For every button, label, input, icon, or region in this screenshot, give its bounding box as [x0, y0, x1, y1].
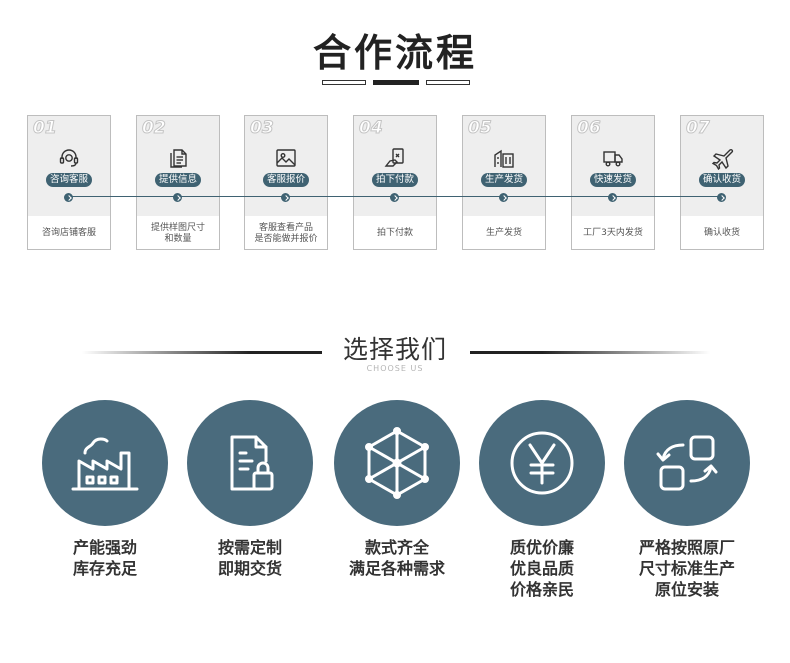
feature-text: 按需定制 即期交货	[217, 538, 282, 578]
hand-pay-icon	[383, 146, 407, 170]
factory-icon	[42, 400, 168, 526]
step-number: 05	[468, 118, 493, 139]
step-dot	[608, 193, 617, 202]
headset-icon	[57, 146, 81, 170]
step-label: 快速发货	[589, 173, 637, 187]
divider-left	[82, 351, 322, 354]
step-number: 03	[250, 118, 275, 139]
step-dot	[390, 193, 399, 202]
process-step-2: 02 提供信息 提供样图尺寸 和数量	[136, 115, 220, 250]
step-number: 04	[359, 118, 384, 139]
feature-text: 质优价廉 优良品质 价格亲民	[509, 538, 574, 599]
step-description: 咨询店铺客服	[41, 228, 96, 238]
title-decoration	[322, 80, 470, 86]
document-lock-icon	[187, 400, 313, 526]
step-label: 拍下付款	[371, 173, 419, 187]
documents-icon	[166, 146, 190, 170]
step-description: 提供样图尺寸 和数量	[150, 222, 205, 244]
step-dot	[64, 193, 73, 202]
step-label: 提供信息	[154, 173, 202, 187]
step-dot	[281, 193, 290, 202]
step-label: 客服报价	[262, 173, 310, 187]
factory-building-icon	[492, 146, 516, 170]
feature-standard: 严格按照原厂 尺寸标准生产 原位安装	[624, 400, 750, 600]
feature-text: 产能强劲 库存充足	[72, 538, 137, 578]
step-label: 确认收货	[698, 173, 746, 187]
step-description: 确认收货	[703, 228, 740, 238]
process-steps: 01 咨询客服 咨询店铺客服 02 提供信息 提供样图尺寸 和数量 03	[0, 115, 790, 255]
step-number: 02	[142, 118, 167, 139]
step-number: 06	[577, 118, 602, 139]
process-step-7: 07 确认收货 确认收货	[680, 115, 764, 250]
feature-text: 严格按照原厂 尺寸标准生产 原位安装	[638, 538, 735, 599]
step-dot	[717, 193, 726, 202]
feature-text: 款式齐全 满足各种需求	[348, 538, 445, 578]
title-bar-right	[426, 80, 470, 85]
process-step-5: 05 生产发货 生产发货	[462, 115, 546, 250]
image-icon	[274, 146, 298, 170]
why-subtitle: CHOOSE US	[366, 364, 424, 373]
divider-right	[470, 351, 710, 354]
cube-network-icon	[334, 400, 460, 526]
feature-custom: 按需定制 即期交货	[187, 400, 313, 579]
step-number: 01	[33, 118, 58, 139]
process-title: 合作流程	[312, 31, 477, 75]
why-title: 选择我们	[342, 335, 447, 364]
title-bar-left	[322, 80, 366, 85]
exchange-shapes-icon	[624, 400, 750, 526]
step-dot	[173, 193, 182, 202]
process-step-4: 04 拍下付款 拍下付款	[353, 115, 437, 250]
process-step-1: 01 咨询客服 咨询店铺客服	[27, 115, 111, 250]
step-description: 客服查看产品 是否能做并报价	[254, 222, 318, 244]
step-description: 工厂3天内发货	[583, 228, 643, 238]
truck-icon	[601, 146, 625, 170]
step-label: 生产发货	[480, 173, 528, 187]
process-step-6: 06 快速发货 工厂3天内发货	[571, 115, 655, 250]
feature-price: 质优价廉 优良品质 价格亲民	[479, 400, 605, 600]
step-label: 咨询客服	[45, 173, 93, 187]
airplane-icon	[710, 146, 734, 170]
feature-capacity: 产能强劲 库存充足	[42, 400, 168, 579]
yen-coin-icon	[479, 400, 605, 526]
step-description: 拍下付款	[376, 228, 413, 238]
process-step-3: 03 客服报价 客服查看产品 是否能做并报价	[244, 115, 328, 250]
feature-variety: 款式齐全 满足各种需求	[334, 400, 460, 579]
title-bar-center	[373, 80, 419, 85]
step-description: 生产发货	[485, 228, 522, 238]
step-dot	[499, 193, 508, 202]
step-number: 07	[686, 118, 711, 139]
